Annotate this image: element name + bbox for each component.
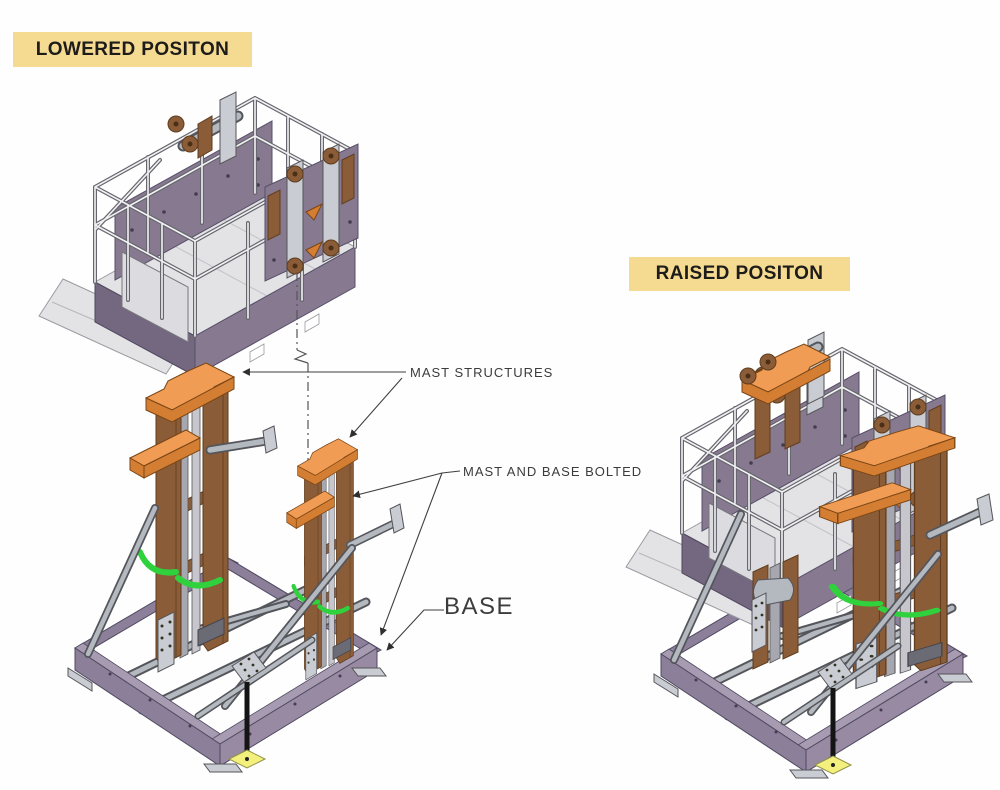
leader-mast-base-bolted-1 xyxy=(352,470,461,498)
raised-mast-bottom xyxy=(751,554,799,670)
raised-position-label: RAISED POSITON xyxy=(629,257,850,291)
lowered-figure xyxy=(39,92,405,772)
leader-lines xyxy=(242,368,461,651)
raised-mast-beam xyxy=(925,493,994,540)
centerline xyxy=(293,272,309,460)
lowered-position-label: LOWERED POSITON xyxy=(13,32,252,67)
leader-mast-base-bolted-2 xyxy=(379,472,443,636)
annotation-base: BASE xyxy=(444,593,515,620)
lowered-platform xyxy=(39,92,358,376)
leader-mast-structures-2 xyxy=(349,377,403,438)
mast-tower-1 xyxy=(130,363,234,672)
annotation-mast-structures: MAST STRUCTURES xyxy=(410,365,554,380)
raised-mast-top xyxy=(739,331,832,460)
raised-figure xyxy=(626,331,994,778)
mast-beams xyxy=(205,425,405,549)
leader-base xyxy=(386,609,444,651)
annotation-mast-and-base-bolted: MAST AND BASE BOLTED xyxy=(463,464,643,479)
